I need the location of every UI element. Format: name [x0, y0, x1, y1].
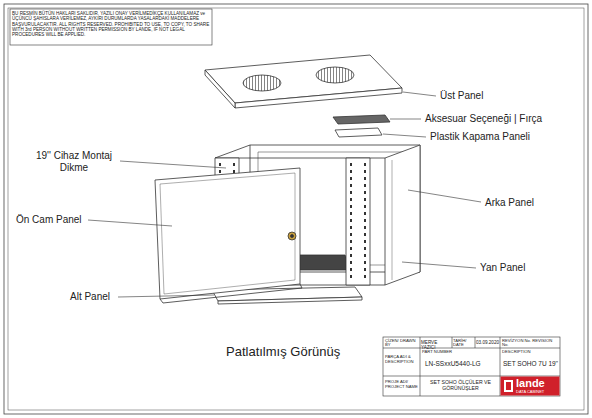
post-slot	[364, 254, 366, 257]
title-block-value: SET SOHO ÖLÇÜLER VE GÖRÜNÜŞLER	[422, 380, 499, 392]
post-slot	[350, 205, 352, 208]
post-slot	[233, 170, 235, 173]
part-callout: 19'' Cihaz Montaj Dikme	[28, 150, 120, 173]
post-slot	[350, 233, 352, 236]
post-slot	[364, 219, 366, 222]
title-block-value: SET SOHO 7U 19''	[503, 360, 558, 367]
post-slot	[364, 184, 366, 187]
post-slot	[350, 275, 352, 278]
post-slot	[364, 191, 366, 194]
logo-subtitle: DATA CABINET	[516, 390, 544, 395]
post-slot	[364, 205, 366, 208]
post-slot	[350, 177, 352, 180]
post-slot	[364, 240, 366, 243]
post-slot	[350, 191, 352, 194]
title-block-value: 03.09.2020	[476, 340, 500, 345]
title-block-value: MERVE YAZICI	[421, 340, 452, 351]
post-slot	[364, 177, 366, 180]
post-slot	[350, 212, 352, 215]
part-callout: Ön Cam Panel	[16, 214, 82, 226]
post-slot	[364, 163, 366, 166]
post-slot	[219, 170, 221, 173]
title-block-label: PARÇA ADI & DESCRIPTION	[385, 355, 419, 365]
copyright-note: BU RESMİN BÜTÜN HAKLARI SAKLIDIR, YAZILI…	[12, 11, 210, 37]
post-slot	[364, 233, 366, 236]
post-slot	[350, 240, 352, 243]
part-callout: Aksesuar Seçeneği | Fırça	[425, 113, 542, 125]
post-slot	[350, 226, 352, 229]
part-callout: Arka Panel	[485, 197, 534, 209]
post-slot	[219, 163, 221, 166]
company-logo: lande	[516, 377, 545, 390]
post-slot	[364, 247, 366, 250]
title-block-label: DESCRIPTION	[502, 350, 531, 355]
post-slot	[350, 261, 352, 264]
post-slot	[350, 268, 352, 271]
part-callout: Üst Panel	[440, 90, 483, 102]
post-slot	[233, 163, 235, 166]
title-block-label: PROJE ADI/ PROJECT NAME	[385, 380, 419, 390]
post-slot	[350, 247, 352, 250]
post-slot	[350, 254, 352, 257]
title-block-label: ÇİZEN/ DRAWN BY	[385, 339, 419, 349]
post-slot	[350, 219, 352, 222]
post-slot	[350, 184, 352, 187]
post-slot	[364, 275, 366, 278]
post-slot	[350, 163, 352, 166]
view-title: Patlatılmış Görünüş	[226, 344, 340, 359]
part-callout: Plastik Kapama Paneli	[430, 131, 530, 143]
title-block-label: REVİZYON No. REVISION No.	[502, 339, 558, 349]
post-slot	[364, 170, 366, 173]
title-block-label: TARİH/ DATE	[453, 339, 475, 349]
title-block-value: LN-SSxxU5440-LG	[425, 360, 481, 367]
post-slot	[364, 226, 366, 229]
post-slot	[364, 212, 366, 215]
post-slot	[350, 198, 352, 201]
post-slot	[364, 268, 366, 271]
post-slot	[364, 198, 366, 201]
part-callout: Alt Panel	[70, 291, 110, 303]
part-callout: Yan Panel	[480, 262, 525, 274]
post-slot	[350, 170, 352, 173]
title-block-label: PART NUMBER	[422, 350, 452, 355]
post-slot	[364, 261, 366, 264]
